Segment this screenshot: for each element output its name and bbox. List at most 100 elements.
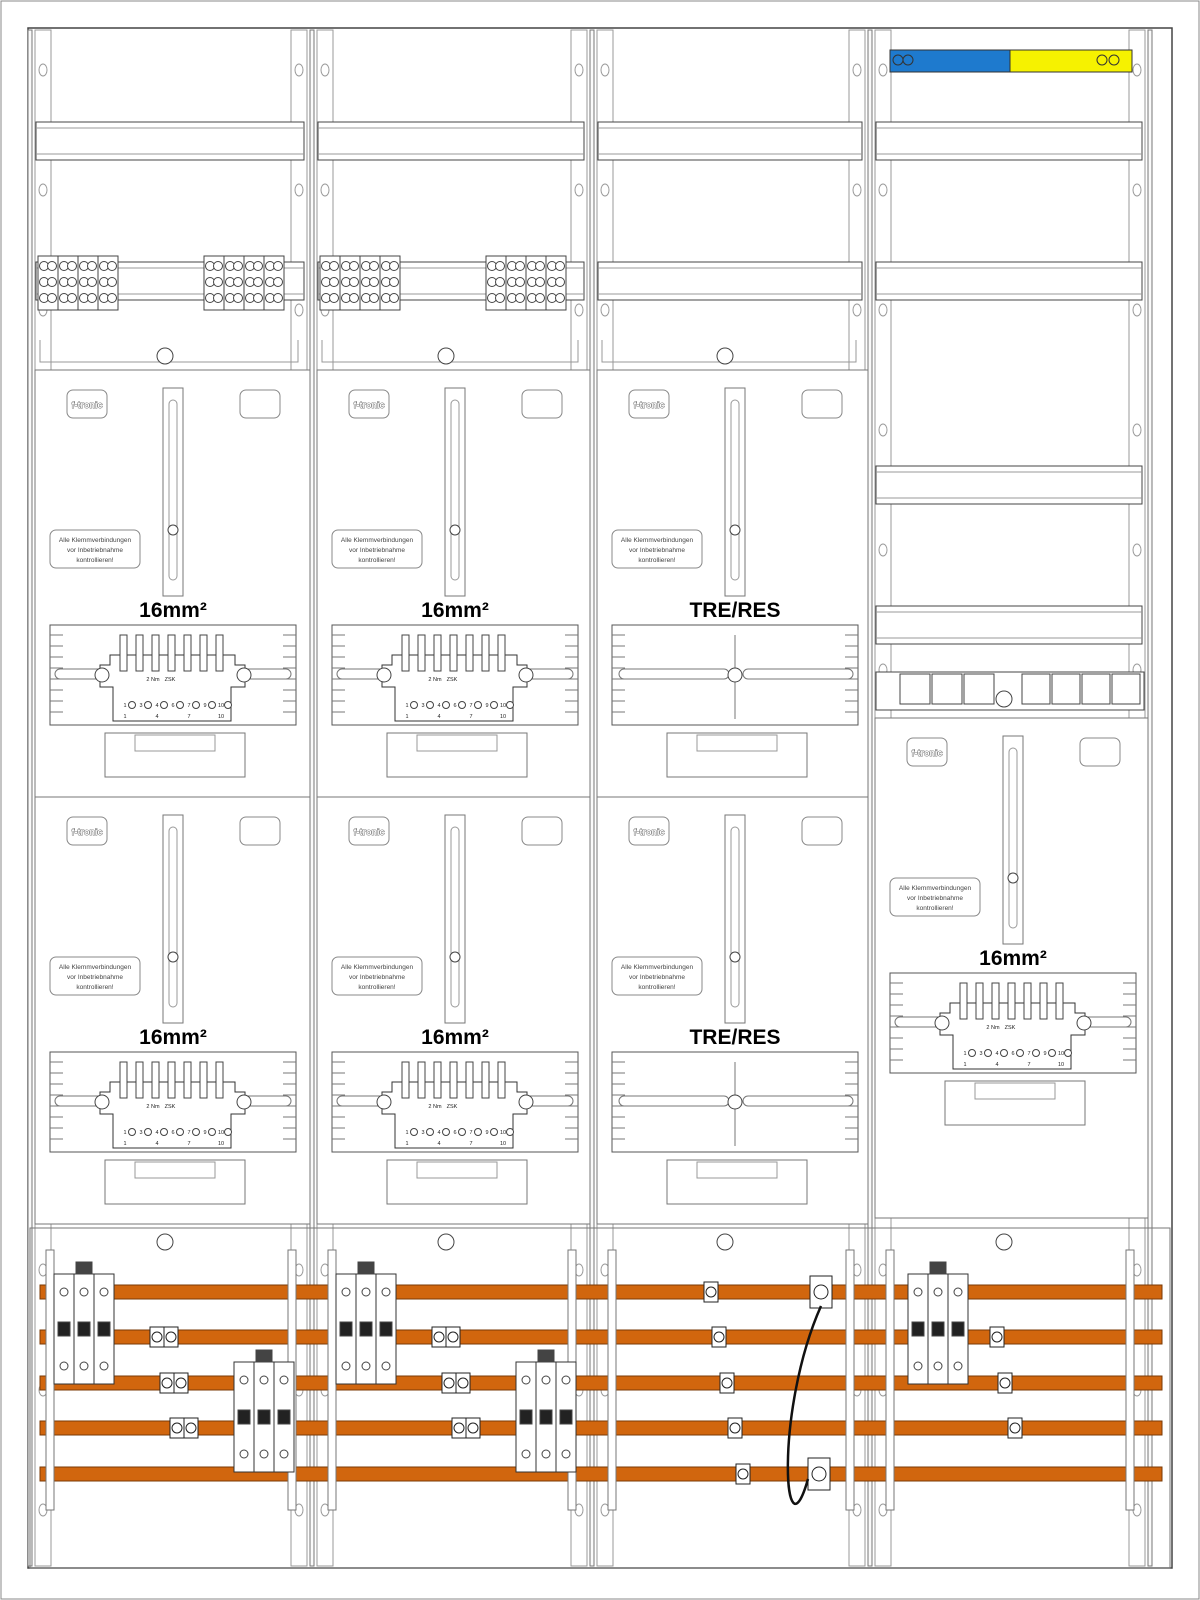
center-screw [727, 1094, 743, 1110]
terminal-number: 10 [218, 1141, 224, 1147]
terminal-screw [47, 293, 57, 303]
breaker-screw [933, 1287, 943, 1297]
contact-pin [119, 634, 128, 672]
clamp-screw [705, 1286, 717, 1298]
terminal-screw [213, 261, 223, 271]
contact-pin [449, 1061, 458, 1099]
terminal-hole [144, 1128, 152, 1136]
terminal-slide [618, 668, 730, 680]
busbar-support [1125, 1249, 1135, 1511]
top-section-col-2 [317, 121, 585, 365]
terminal-number: 10 [1058, 1062, 1064, 1068]
brand-badge [348, 816, 390, 846]
terminal-number: 1 [405, 714, 408, 720]
terminal-screw [107, 261, 117, 271]
breaker-screw [361, 1287, 371, 1297]
terminal-hole [192, 1128, 200, 1136]
terminal-number: 3 [139, 1130, 142, 1136]
terminal-screw [389, 277, 399, 287]
terminal-hole [410, 701, 418, 709]
breaker-toggle [277, 1409, 291, 1425]
contact-pin [991, 982, 1000, 1020]
brand-label: f-tronic [354, 400, 385, 410]
fixing-screw [1076, 1015, 1092, 1031]
terminal-hole [442, 1128, 450, 1136]
terminal-hole [1064, 1049, 1072, 1057]
terminal-hole [490, 701, 498, 709]
fixing-screw [376, 1094, 392, 1110]
fixing-screw [236, 1094, 252, 1110]
terminal-screw [87, 293, 97, 303]
terminal-number: 6 [453, 1130, 456, 1136]
torque-label: 2 Nm [146, 677, 160, 683]
rail-hole [294, 63, 304, 77]
contact-pin [135, 1061, 144, 1099]
busbar-equipment-col-1 [53, 1261, 295, 1473]
terminal-module [1021, 673, 1051, 705]
contact-pin [167, 1061, 176, 1099]
label-window [239, 389, 281, 419]
rail-hole [574, 183, 584, 197]
terminal-screw [555, 277, 565, 287]
busbar-equipment-col-2 [335, 1261, 577, 1473]
clamp-screw [447, 1331, 459, 1343]
warning-text: vor Inbetriebnahme [907, 895, 963, 902]
warning-text: Alle Klemmverbindungen [341, 537, 414, 544]
panel-label: 16mm² [421, 599, 489, 622]
contact-pin [975, 982, 984, 1020]
terminal-screw [389, 261, 399, 271]
label-window [521, 389, 563, 419]
slot-screw [167, 524, 179, 536]
rail-hole [878, 543, 888, 557]
terminal-hole [442, 701, 450, 709]
terminal-screw [515, 261, 525, 271]
terminal-screw [253, 293, 263, 303]
terminal-number: 6 [171, 703, 174, 709]
busbar-clamp [149, 1326, 179, 1348]
breaker-screw [79, 1361, 89, 1371]
terminal-number: 4 [437, 714, 440, 720]
terminal-number: 9 [1043, 1051, 1046, 1057]
terminal-screw [369, 277, 379, 287]
warning-text: Alle Klemmverbindungen [899, 885, 972, 892]
breaker-screw [561, 1375, 571, 1385]
terminal-module [1081, 673, 1111, 705]
warning-text: vor Inbetriebnahme [67, 547, 123, 554]
clamp-screw [729, 1422, 741, 1434]
warning-text: kontrollieren! [638, 984, 675, 991]
rail-hole [878, 423, 888, 437]
terminal-module [899, 673, 931, 705]
breaker-screw [541, 1375, 551, 1385]
contact-pin [183, 1061, 192, 1099]
contact-pin [1055, 982, 1064, 1020]
warning-label [331, 529, 423, 569]
terminal-number: 1 [123, 703, 126, 709]
breaker-top [537, 1349, 555, 1363]
terminal-hole [176, 1128, 184, 1136]
clamp-screw [151, 1331, 163, 1343]
terminal-block [37, 255, 119, 311]
label-window [1079, 737, 1121, 767]
contact-pin [465, 1061, 474, 1099]
brand-label: f-tronic [72, 400, 103, 410]
brand-badge [348, 389, 390, 419]
terminal-number: 4 [995, 1062, 998, 1068]
warning-text: vor Inbetriebnahme [629, 974, 685, 981]
contact-pin [433, 1061, 442, 1099]
rail-hole [1132, 63, 1142, 77]
rail-hole [1132, 543, 1142, 557]
terminal-number: 3 [139, 703, 142, 709]
breaker-toggle [539, 1409, 553, 1425]
warning-label [889, 877, 981, 917]
terminal-number: 10 [218, 1130, 224, 1136]
busbar-equipment-col-3 [703, 1275, 833, 1506]
terminal-number: 7 [187, 1130, 190, 1136]
terminal-number: 4 [155, 714, 158, 720]
terminal-number: 6 [453, 703, 456, 709]
terminal-hole [426, 1128, 434, 1136]
torque-label: 2 Nm [428, 1104, 442, 1110]
